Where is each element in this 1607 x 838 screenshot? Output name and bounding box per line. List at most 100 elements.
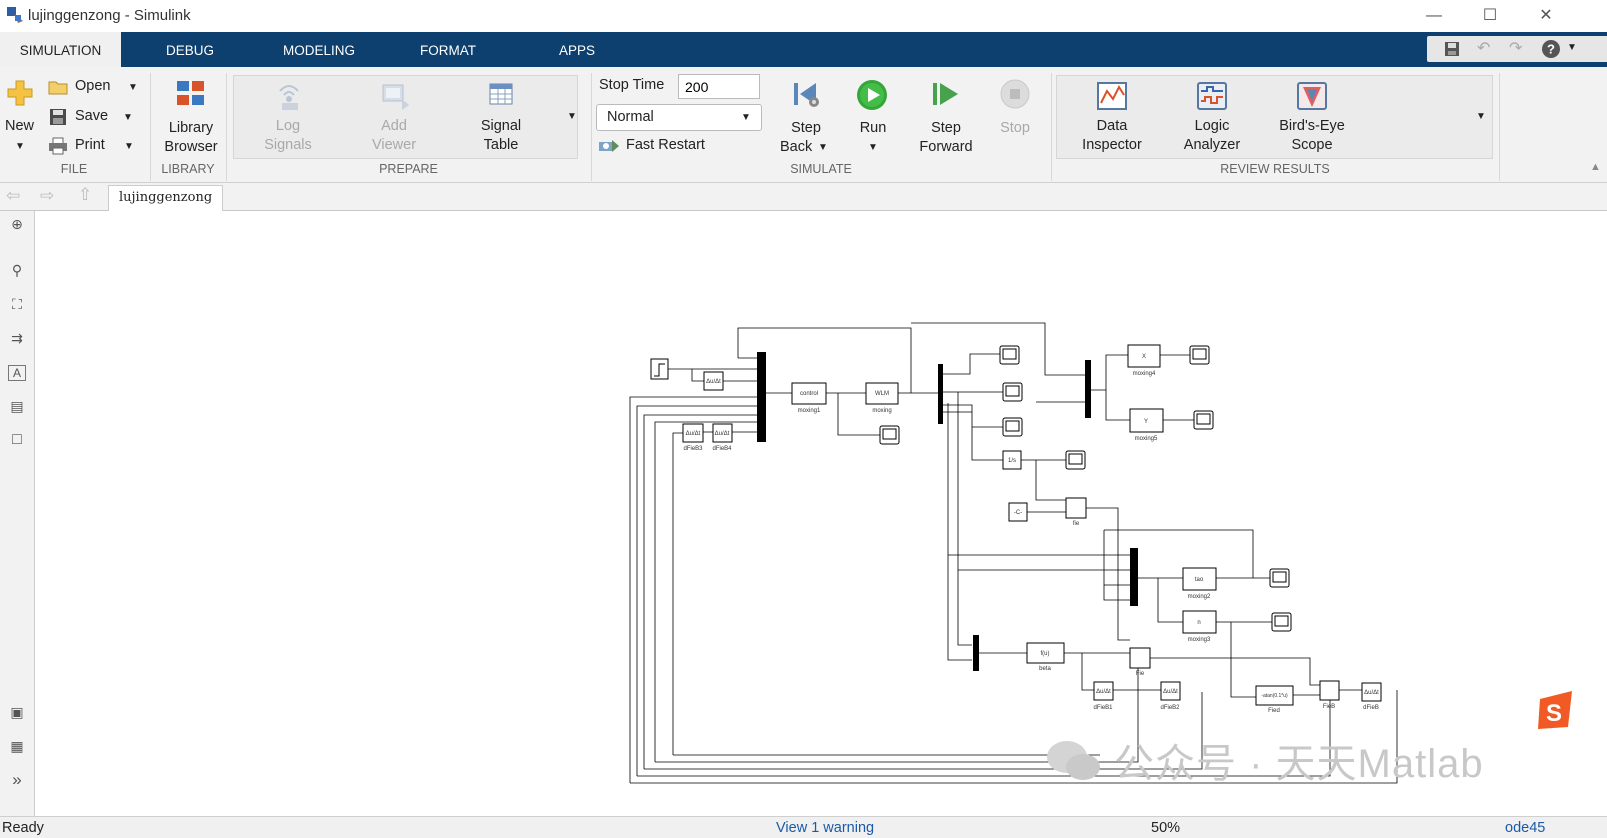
moxing5-label: moxing5 <box>1135 436 1158 442</box>
x-block[interactable]: X <box>1142 354 1146 360</box>
prepare-gallery <box>233 75 578 159</box>
wechat-icon <box>1047 741 1100 780</box>
logic-analyzer-button[interactable]: Logic Analyzer <box>1172 79 1252 157</box>
annotation-icon[interactable]: A <box>8 365 26 381</box>
moxing3-label: moxing3 <box>1188 637 1211 643</box>
add-viewer-label-2: Viewer <box>371 137 417 153</box>
zoom-level[interactable]: 50% <box>1151 820 1181 836</box>
signal-table-icon <box>489 83 513 105</box>
step-back-button[interactable]: Step Back ▼ <box>778 77 834 161</box>
sogou-ime-icon[interactable]: S <box>1536 689 1576 733</box>
group-label-review-results: REVIEW RESULTS <box>1220 162 1330 176</box>
hide-show-explorer-icon[interactable]: ⊕ <box>11 216 23 232</box>
back-arrow-icon[interactable]: ⇦ <box>6 186 21 205</box>
atan-block[interactable]: -atan(0.1*u) <box>1261 693 1288 699</box>
run-button[interactable]: Run ▼ <box>848 77 898 161</box>
moxing-label: moxing <box>872 408 891 414</box>
simulink-logo-icon <box>7 7 23 23</box>
model-canvas[interactable]: Δu/Δt Δu/Δt dFieB3 Δu/Δt dFieB4 control … <box>36 211 1607 816</box>
fast-restart-icon[interactable] <box>598 137 620 155</box>
save-icon[interactable] <box>1443 40 1461 58</box>
undo-icon[interactable]: ↶ <box>1477 40 1491 57</box>
tab-apps[interactable]: APPS <box>558 43 596 58</box>
derivative-block[interactable]: Δu/Δt <box>1364 690 1379 696</box>
derivative-block[interactable]: Δu/Δt <box>686 431 701 437</box>
fit-to-view-icon[interactable]: ⛶ <box>12 296 22 312</box>
stop-icon <box>1000 79 1030 109</box>
data-inspector-icon <box>1097 82 1127 110</box>
up-arrow-icon[interactable]: ⇧ <box>78 185 93 204</box>
integrator-block[interactable]: 1/s <box>1008 458 1016 464</box>
data-inspector-label-1: Data <box>1096 118 1128 134</box>
forward-arrow-icon[interactable]: ⇨ <box>40 186 55 205</box>
collapse-toolstrip-icon[interactable]: ▲ <box>1590 161 1601 173</box>
group-label-prepare: PREPARE <box>379 162 438 176</box>
chevron-down-icon: ▼ <box>15 141 25 152</box>
maximize-icon[interactable]: ☐ <box>1482 7 1498 24</box>
step-forward-icon <box>933 83 958 105</box>
tao-block[interactable]: tao <box>1195 577 1204 583</box>
simulation-mode-select[interactable]: Normal ▼ <box>596 104 762 131</box>
signal-table-label-2: Table <box>483 137 519 153</box>
breadcrumb[interactable]: lujinggenzong <box>108 185 224 211</box>
status-ready: Ready <box>2 820 44 836</box>
arrow-icon[interactable]: ⇉ <box>11 330 23 346</box>
derivative-block[interactable]: Δu/Δt <box>1096 689 1111 695</box>
constant-block[interactable]: -C- <box>1014 510 1022 516</box>
tab-debug[interactable]: DEBUG <box>165 43 214 58</box>
group-separator <box>226 73 227 181</box>
open-button[interactable]: Open ▼ <box>48 75 144 101</box>
close-icon[interactable]: ✕ <box>1539 7 1553 24</box>
stop-time-label: Stop Time <box>599 77 665 93</box>
simulation-mode-value: Normal <box>607 109 654 125</box>
tab-simulation[interactable]: SIMULATION <box>0 32 121 67</box>
warning-link[interactable]: View 1 warning <box>776 820 875 836</box>
y-block[interactable]: Y <box>1144 419 1148 425</box>
derivative-block[interactable]: Δu/Δt <box>1163 689 1178 695</box>
library-browser-label-2: Browser <box>164 139 218 155</box>
save-button[interactable]: Save ▼ <box>48 105 144 131</box>
help-dropdown-chevron-icon[interactable]: ▼ <box>1567 42 1577 53</box>
fast-restart-label[interactable]: Fast Restart <box>626 137 705 153</box>
data-inspector-label-2: Inspector <box>1082 137 1142 153</box>
signal-table-button[interactable]: Signal Table <box>468 79 534 157</box>
review-gallery-expand-icon[interactable]: ▼ <box>1476 111 1486 122</box>
image-icon[interactable]: ▤ <box>10 398 24 414</box>
simulink-diagram[interactable]: Δu/Δt Δu/Δt dFieB3 Δu/Δt dFieB4 control … <box>36 211 1607 816</box>
beta-label: beta <box>1039 666 1051 672</box>
step-forward-button[interactable]: Step Forward <box>914 77 978 161</box>
window-title: lujinggenzong - Simulink <box>28 7 191 24</box>
tab-modeling[interactable]: MODELING <box>282 43 355 58</box>
minimize-icon[interactable]: — <box>1426 7 1442 24</box>
new-button[interactable]: New ▼ <box>4 75 36 161</box>
prepare-gallery-expand-icon[interactable]: ▼ <box>567 111 577 122</box>
property-inspector-icon[interactable]: ▦ <box>10 738 24 754</box>
control-block[interactable]: control <box>800 391 818 397</box>
n-block[interactable]: n <box>1197 620 1200 626</box>
zoom-icon[interactable]: ⚲ <box>11 262 23 278</box>
chevron-down-icon: ▼ <box>741 112 751 123</box>
expand-palette-icon[interactable]: » <box>12 770 22 789</box>
solver-link[interactable]: ode45 <box>1505 820 1546 836</box>
new-plus-icon <box>7 80 33 106</box>
derivative-block[interactable]: Δu/Δt <box>715 431 730 437</box>
derivative-block[interactable]: Δu/Δt <box>706 379 721 385</box>
fcn-block[interactable]: f(u) <box>1041 651 1050 657</box>
printer-icon <box>49 137 67 155</box>
camera-icon[interactable]: ▣ <box>10 704 24 720</box>
library-browser-button[interactable]: Library Browser <box>158 77 224 157</box>
redo-icon[interactable]: ↷ <box>1509 40 1523 57</box>
data-inspector-button[interactable]: Data Inspector <box>1072 79 1152 157</box>
tab-format[interactable]: FORMAT <box>420 43 476 58</box>
stop-time-input[interactable] <box>678 74 760 99</box>
logic-analyzer-label-2: Analyzer <box>1183 137 1241 153</box>
fied-label: Fied <box>1268 708 1280 714</box>
print-button[interactable]: Print ▼ <box>48 134 144 160</box>
birds-eye-scope-label-1: Bird's-Eye <box>1279 118 1345 134</box>
fieb-label: FieB <box>1323 704 1335 710</box>
help-icon[interactable]: ? <box>1541 39 1561 59</box>
moxing4-label: moxing4 <box>1133 371 1156 377</box>
birds-eye-scope-button[interactable]: Bird's-Eye Scope <box>1270 79 1354 157</box>
area-icon[interactable]: □ <box>12 431 22 448</box>
wlm-block[interactable]: WLM <box>875 391 889 397</box>
